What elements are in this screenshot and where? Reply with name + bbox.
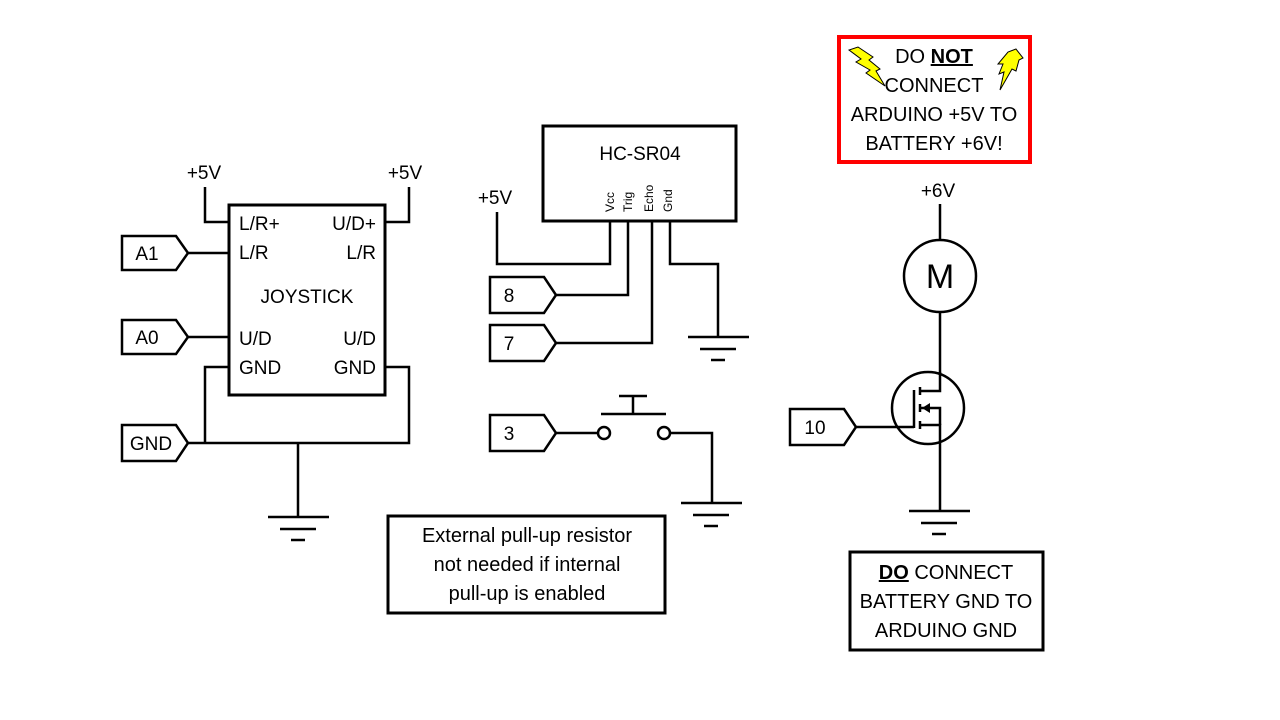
svg-text:3: 3 [504, 424, 515, 445]
warning-line4: BATTERY +6V! [865, 133, 1002, 155]
pullup-note-line3: pull-up is enabled [449, 583, 606, 605]
joystick-pin-gnd-right: GND [334, 358, 376, 379]
pin-tag-a0: A0 [120, 318, 190, 356]
pin-tag-8: 8 [488, 275, 558, 315]
motor-supply-label: +6V [921, 181, 956, 202]
joystick-supply-right-label: +5V [388, 163, 423, 184]
joystick-pin-ud-right: U/D [343, 329, 376, 350]
svg-text:A0: A0 [135, 328, 158, 349]
wire-button-ground [670, 431, 714, 502]
sensor-pin-trig: Trig [621, 192, 635, 212]
pin-tag-a1: A1 [120, 234, 190, 272]
mosfet-transistor [890, 370, 966, 446]
ultrasonic-sensor: HC-SR04 Vcc Trig Echo Gnd [541, 124, 738, 223]
wire-joystick-lr-plus [203, 187, 229, 224]
sensor-pin-echo: Echo [642, 184, 656, 212]
sensor-label: HC-SR04 [599, 144, 681, 165]
motor-symbol-label: M [926, 258, 954, 296]
ground-symbol-mosfet [909, 509, 970, 536]
warning-line1: DO NOT [895, 46, 973, 68]
joystick-pin-ud-left: U/D [239, 329, 272, 350]
sensor-supply-label: +5V [478, 188, 513, 209]
ground-note-line1: DO CONNECT [879, 562, 1013, 584]
joystick-supply-left-label: +5V [187, 163, 222, 184]
joystick-pin-lr-right: L/R [346, 243, 376, 264]
svg-text:GND: GND [130, 434, 172, 455]
pin-tag-gnd: GND [120, 423, 190, 463]
joystick-pin-lr-plus: L/R+ [239, 214, 280, 235]
pullup-note-line2: not needed if internal [434, 554, 621, 576]
joystick-pin-gnd-left: GND [239, 358, 281, 379]
pullup-note-box: External pull-up resistor not needed if … [386, 514, 667, 615]
svg-text:7: 7 [504, 334, 515, 355]
push-button-switch [596, 394, 672, 441]
sensor-pin-vcc: Vcc [603, 192, 617, 212]
wire-sensor-gnd [668, 221, 720, 336]
wire-sensor-echo [556, 221, 654, 345]
warning-line3: ARDUINO +5V TO [851, 104, 1018, 126]
joystick-pin-lr-left: L/R [239, 243, 269, 264]
wire-joystick-gnd-left [203, 365, 229, 443]
joystick-module: JOYSTICK L/R+ U/D+ L/R L/R U/D U/D GND G… [227, 203, 387, 397]
svg-text:8: 8 [504, 286, 515, 307]
sensor-body [541, 124, 738, 223]
ground-symbol-joystick [268, 515, 329, 542]
ground-note-line2: BATTERY GND TO [860, 591, 1033, 613]
pin-tag-3: 3 [488, 413, 558, 453]
ground-note-box: DO CONNECT BATTERY GND TO ARDUINO GND [848, 550, 1045, 652]
wire-joystick-ud-plus [385, 187, 411, 224]
wire-sensor-vcc [495, 212, 612, 266]
motor: M [902, 238, 978, 314]
warning-note-box: DO NOT CONNECT ARDUINO +5V TO BATTERY +6… [837, 35, 1032, 164]
lightning-bolt-left-icon [847, 46, 886, 87]
ground-note-line3: ARDUINO GND [875, 620, 1017, 642]
svg-text:A1: A1 [135, 244, 158, 265]
wire-sensor-trig [556, 221, 630, 297]
pin-tag-10: 10 [788, 407, 858, 447]
joystick-pin-ud-plus: U/D+ [332, 214, 376, 235]
pullup-note-line1: External pull-up resistor [422, 525, 632, 547]
sensor-pin-gnd: Gnd [661, 189, 675, 212]
ground-symbol-button [681, 501, 742, 528]
warning-line2: CONNECT [885, 75, 984, 97]
ground-symbol-sensor [688, 335, 749, 362]
joystick-label: JOYSTICK [261, 287, 354, 308]
svg-text:10: 10 [804, 418, 825, 439]
pin-tag-7: 7 [488, 323, 558, 363]
joystick-body [227, 203, 387, 397]
lightning-bolt-right-icon [996, 48, 1024, 91]
